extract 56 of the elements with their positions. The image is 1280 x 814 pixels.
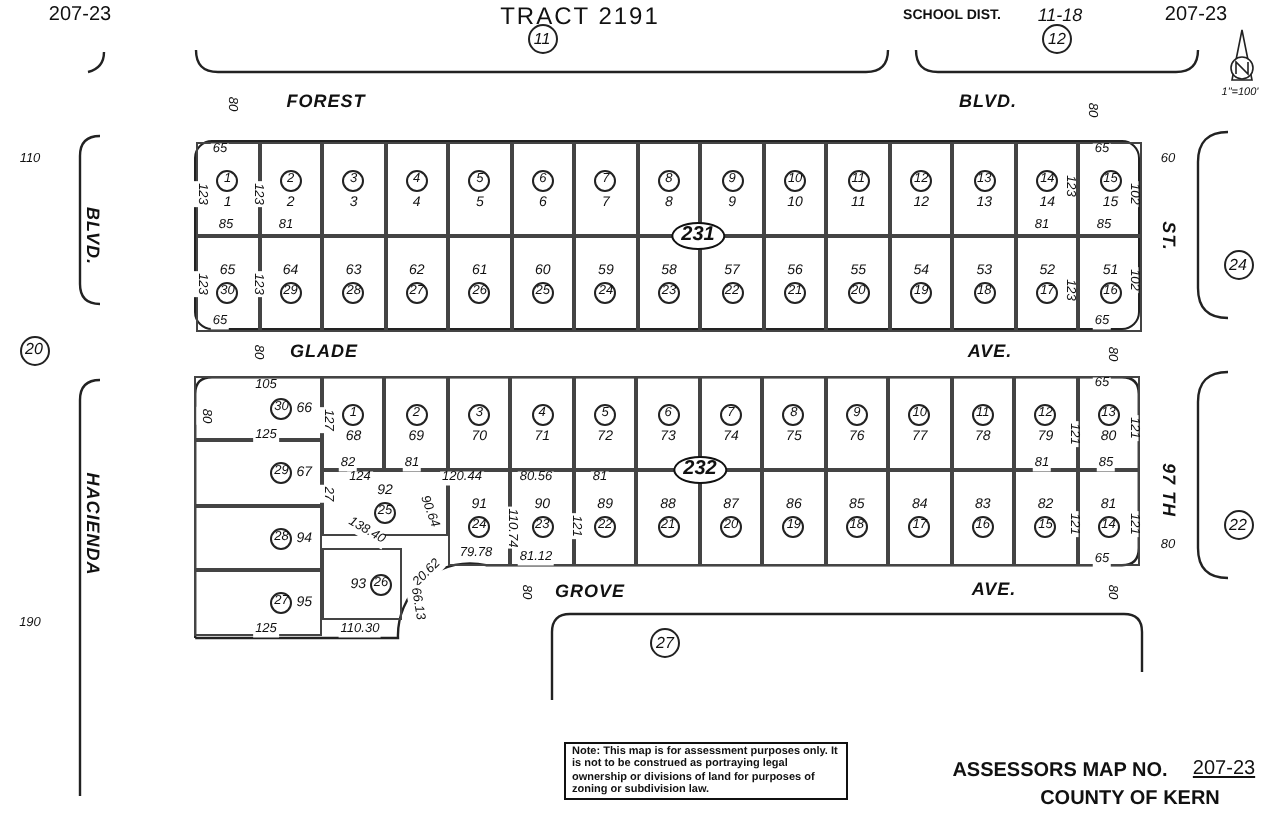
- parcel-lot: [448, 142, 512, 236]
- parcel-lot: [510, 376, 574, 470]
- street-name: GROVE: [555, 583, 625, 601]
- parcel-lot: [511, 142, 575, 236]
- parcel-lot: [825, 376, 889, 470]
- parcel-lot: [194, 506, 322, 570]
- parcel-number: 27: [650, 628, 680, 658]
- parcel-lot: [951, 470, 1015, 566]
- street-name: HACIENDA: [83, 472, 101, 576]
- parcel-number: 20: [19, 335, 49, 365]
- parcel-lot: [574, 142, 638, 236]
- parcel-lot: [826, 236, 890, 332]
- parcel-lot: [888, 470, 952, 566]
- map-number: 207-23: [1192, 760, 1256, 780]
- street-name: AVE.: [971, 581, 1017, 599]
- parcel-lot: [385, 142, 449, 236]
- street-name: FOREST: [286, 93, 366, 111]
- street-name: GLADE: [290, 343, 358, 361]
- parcel-lot: [511, 236, 575, 332]
- map-title: COUNTY OF KERN: [1040, 790, 1220, 810]
- parcel-lot: [889, 236, 953, 332]
- parcel-lot: [952, 236, 1016, 332]
- parcel-lot: [952, 142, 1016, 236]
- parcel-lot: [573, 376, 637, 470]
- parcel-lot: [574, 236, 638, 332]
- tract-title: TRACT 2191: [500, 4, 660, 28]
- parcel-number: 11: [527, 24, 557, 54]
- parcel-lot: [763, 236, 827, 332]
- parcel-lot: [762, 470, 826, 566]
- block-number: 231: [671, 222, 725, 250]
- parcel-lot: [951, 376, 1015, 470]
- parcel-lot: [322, 142, 386, 236]
- street-name: BLVD.: [959, 93, 1017, 111]
- parcel-lot: [448, 236, 512, 332]
- parcel-lot: [826, 142, 890, 236]
- block-number: 232: [673, 456, 727, 484]
- parcel-number: 12: [1042, 24, 1072, 54]
- parcel-number: 24: [1223, 250, 1253, 280]
- parcel-lot: [447, 376, 511, 470]
- street-name: BLVD.: [83, 207, 101, 265]
- parcel-lot: [322, 236, 386, 332]
- district-number: 11-18: [1037, 7, 1083, 25]
- parcel-number: 22: [1223, 510, 1253, 540]
- parcel-lot: [888, 376, 952, 470]
- parcel-lot: [825, 470, 889, 566]
- map-number: 207-23: [1164, 6, 1228, 26]
- map-number: 207-23: [48, 6, 112, 26]
- parcel-lot: [322, 548, 402, 620]
- parcel-lot: [385, 236, 449, 332]
- parcel-lot: [763, 142, 827, 236]
- map-title: ASSESSORS MAP NO.: [952, 762, 1168, 782]
- street-name: 97 TH: [1159, 463, 1177, 517]
- parcel-lot: [889, 142, 953, 236]
- parcel-lot: [762, 376, 826, 470]
- street-name: AVE.: [967, 343, 1013, 361]
- street-name: ST.: [1159, 221, 1177, 251]
